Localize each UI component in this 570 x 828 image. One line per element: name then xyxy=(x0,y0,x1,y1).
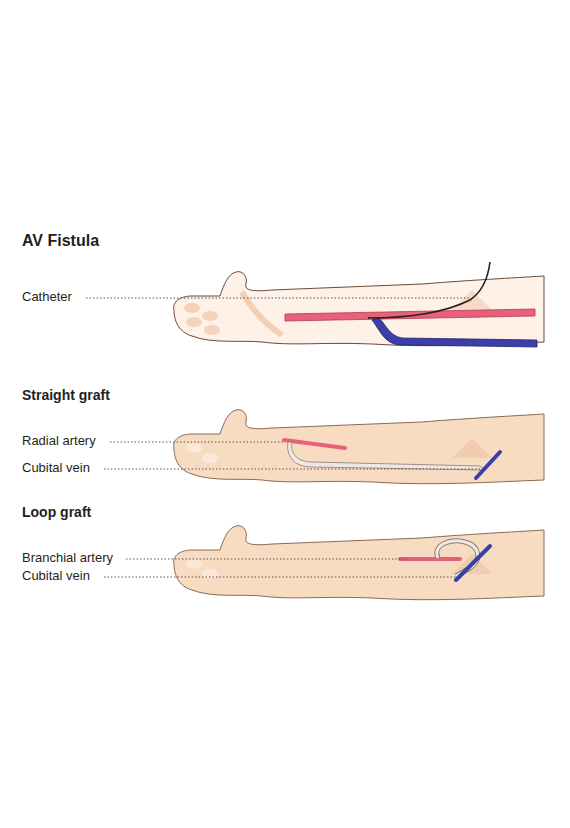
skin-shading xyxy=(184,303,200,313)
arm xyxy=(174,526,544,600)
part-label: Catheter xyxy=(22,289,72,305)
skin-shading xyxy=(202,453,218,463)
catheter-line xyxy=(368,262,490,318)
arm xyxy=(174,272,544,346)
vein xyxy=(476,452,500,478)
part-label: Branchial artery xyxy=(22,550,113,566)
skin-shading xyxy=(452,290,492,310)
vein xyxy=(372,318,537,347)
vein xyxy=(456,546,490,580)
arm-outline xyxy=(174,410,544,484)
section-heading: Straight graft xyxy=(22,385,110,405)
leader-lines xyxy=(86,298,480,577)
arm-outline xyxy=(174,526,544,600)
skin-shading xyxy=(202,311,218,321)
skin-shading xyxy=(186,443,202,453)
leader-line xyxy=(86,298,470,299)
artery xyxy=(285,309,535,321)
arm-outline xyxy=(174,272,544,346)
section-heading: Loop graft xyxy=(22,502,91,522)
part-label: Cubital vein xyxy=(22,568,90,584)
leader-line xyxy=(126,559,410,560)
leader-line xyxy=(104,469,480,470)
graft-loop xyxy=(437,541,478,576)
skin-shading xyxy=(452,438,492,458)
leader-line xyxy=(110,442,285,443)
skin-shading xyxy=(186,559,202,569)
artery xyxy=(400,557,460,561)
leader-line xyxy=(104,577,458,578)
skin-shading xyxy=(204,325,220,335)
arm xyxy=(174,410,544,484)
artery xyxy=(284,440,345,448)
part-label: Radial artery xyxy=(22,433,96,449)
part-label: Cubital vein xyxy=(22,460,90,476)
graft-loop xyxy=(437,541,478,576)
skin-shading xyxy=(186,317,202,327)
graft-tube xyxy=(288,442,484,470)
section-heading: AV Fistula xyxy=(22,231,99,251)
